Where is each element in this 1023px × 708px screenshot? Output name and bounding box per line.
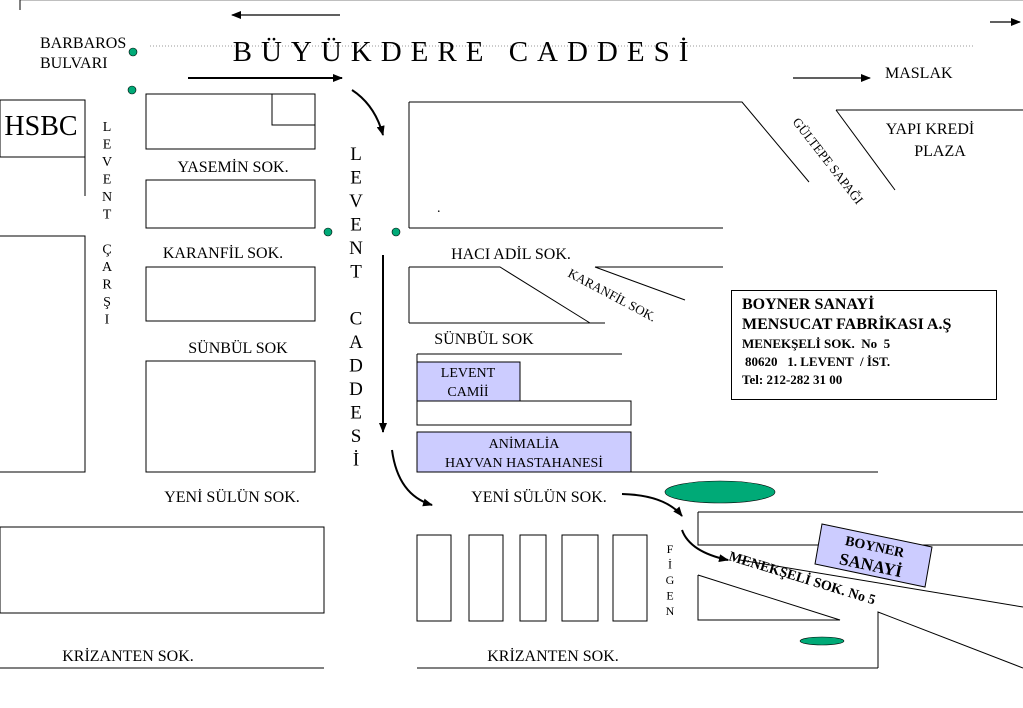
marker-dot [391, 227, 401, 237]
marker-dot [127, 85, 137, 95]
direction-arrows [188, 11, 1021, 563]
block-1 [145, 93, 316, 150]
left-blocks [0, 93, 325, 669]
levent-caddesi-letter: İ [353, 450, 359, 471]
marker-dot [128, 47, 138, 57]
levent-carsi-letter: N [102, 190, 112, 205]
block-4 [145, 360, 316, 473]
street-label-sunbul-left: SÜNBÜL SOK [188, 339, 288, 357]
levent-camii-building [416, 361, 521, 402]
hsbc-block [0, 99, 86, 158]
boyner-building [814, 523, 933, 588]
levent-caddesi-letter: T [350, 262, 362, 283]
street-label-krizanten-left: KRİZANTEN SOK. [62, 647, 194, 665]
levent-carsi-letter: Ç [102, 243, 111, 258]
levent-camii-label: LEVENT [441, 366, 496, 381]
block-1-inner [271, 93, 316, 126]
block-3 [145, 266, 316, 322]
green-markers [127, 47, 845, 646]
address-postal: 80620 1. LEVENT / İST. [745, 354, 891, 369]
figen-letter: N [666, 604, 675, 618]
levent-caddesi-letter: A [349, 332, 363, 353]
green-park-small [799, 636, 845, 646]
address-box: BOYNER SANAYİ MENSUCAT FABRİKASI A.Ş MEN… [731, 290, 997, 400]
figen-letter: F [667, 542, 674, 556]
green-park [664, 480, 776, 504]
levent-caddesi-letter: C [350, 309, 363, 330]
block-north-east [409, 101, 810, 183]
gultepe-label: GÜLTEPE SAPAĞI [790, 115, 867, 207]
block-2 [145, 179, 316, 229]
street-label-karanfil-left: KARANFİL SOK. [163, 244, 283, 262]
main-street-title: BÜYÜKDERE CADDESİ [233, 36, 698, 68]
levent-caddesi-letter: D [349, 379, 363, 400]
maslak-label: MASLAK [885, 65, 953, 82]
street-label-haci-adil: HACI ADİL SOK. [451, 245, 571, 263]
levent-caddesi-letter: E [350, 215, 362, 236]
hsbc-label: HSBC [4, 111, 77, 142]
levent-carsi-letter: R [102, 278, 112, 293]
yapi-kredi-label: YAPI KREDİ [886, 120, 974, 138]
levent-caddesi-letter: V [349, 191, 363, 212]
block-5 [0, 526, 325, 614]
street-label-yeni-sulun-left: YENİ SÜLÜN SOK. [164, 488, 300, 506]
marker-dot [323, 227, 333, 237]
levent-carsi-letter: L [103, 120, 112, 135]
levent-caddesi-letter: L [350, 144, 362, 165]
address-company-full: MENSUCAT FABRİKASI A.Ş [742, 316, 952, 333]
levent-carsi-letter: A [102, 260, 113, 275]
levent-carsi-letter: Ş [103, 295, 111, 310]
address-company: BOYNER SANAYİ [742, 296, 875, 313]
levent-caddesi-letter: N [349, 238, 363, 259]
highlighted-buildings [416, 361, 933, 588]
levent-carsi-letter: V [102, 155, 112, 170]
arrow-menekseli [681, 529, 729, 563]
arrow-sulun-east [621, 493, 683, 517]
arrow-turn-sulun [391, 449, 433, 507]
dot-mark: . [437, 201, 441, 216]
street-label-yasemin: YASEMİN SOK. [177, 158, 288, 176]
figen-letter: E [666, 589, 673, 603]
levent-carsi-letter: T [103, 208, 112, 223]
address-street: MENEKŞELİ SOK. No 5 [742, 336, 891, 351]
levent-caddesi-letter: E [350, 403, 362, 424]
figen-letter: G [666, 573, 675, 587]
levent-carsi-letter: E [103, 173, 112, 188]
street-label-krizanten-right: KRİZANTEN SOK. [487, 647, 619, 665]
levent-caddesi-letter: E [350, 168, 362, 189]
west-block [0, 235, 86, 473]
right-blocks [408, 101, 1023, 669]
address-phone: Tel: 212-282 31 00 [742, 372, 843, 387]
animalia-label: HAYVAN HASTAHANESİ [445, 455, 603, 471]
arrow-turn-levent [351, 89, 385, 136]
animalia-building [416, 431, 632, 473]
yapi-kredi-label: PLAZA [914, 143, 966, 160]
barbaros-label: BULVARI [40, 55, 108, 72]
street-label-karanfil-right: KARANFİL SOK. [566, 265, 659, 324]
top-road-edges [19, 0, 1023, 47]
levent-carsi-letter: I [105, 313, 110, 328]
street-label-yeni-sulun-right: YENİ SÜLÜN SOK. [471, 488, 607, 506]
levent-carsi-letter: E [103, 138, 112, 153]
animalia-label: ANİMALİA [489, 436, 561, 452]
levent-caddesi-letter: D [349, 356, 363, 377]
street-label-sunbul-right: SÜNBÜL SOK [434, 330, 534, 348]
barbaros-label: BARBAROS [40, 35, 126, 52]
levent-caddesi-letter: S [351, 426, 362, 447]
levent-camii-label: CAMİİ [447, 384, 489, 400]
figen-letter: İ [668, 558, 672, 572]
